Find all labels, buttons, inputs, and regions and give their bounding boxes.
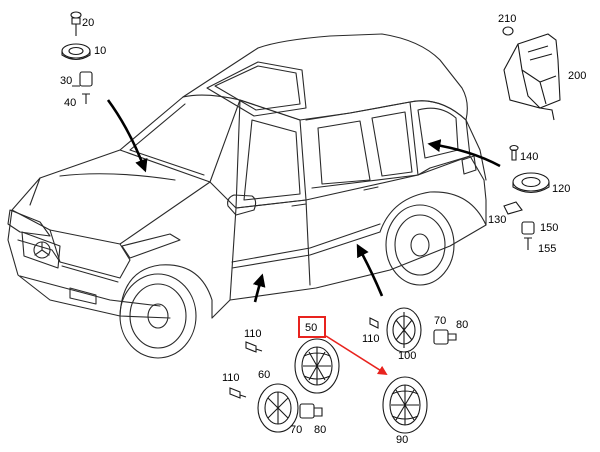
- label-155: 155: [538, 243, 556, 255]
- label-140: 140: [520, 151, 538, 163]
- door-speaker-icon: [257, 383, 299, 433]
- speaker-assembly-rear: [503, 144, 550, 250]
- label-20: 20: [82, 17, 94, 29]
- bracket-icon-rear: [521, 221, 535, 235]
- connector-icon-right: [433, 329, 449, 345]
- door-speaker-left: [229, 341, 323, 433]
- rear-speaker-icon: [512, 172, 550, 192]
- screw-icon: [71, 17, 81, 36]
- door-speaker-right: [369, 307, 457, 353]
- vehicle-outline: [7, 33, 487, 359]
- label-70-right: 70: [434, 315, 446, 327]
- label-80-left: 80: [314, 424, 326, 436]
- clip-icon: [502, 26, 514, 36]
- label-130: 130: [488, 214, 506, 226]
- label-90: 90: [396, 434, 408, 446]
- grille-90-icon: [382, 376, 428, 434]
- screw-icon-rear: [511, 149, 517, 161]
- label-110-right: 110: [362, 333, 380, 345]
- label-110-lower: 110: [222, 372, 240, 384]
- label-40: 40: [64, 97, 76, 109]
- label-120: 120: [552, 183, 570, 195]
- grille-icon: [294, 338, 340, 394]
- connector-icon: [299, 403, 315, 419]
- highlight-arrow: [325, 335, 388, 376]
- speaker-grille-50: [294, 338, 340, 394]
- clip-icon-rear: [503, 201, 523, 215]
- label-150: 150: [540, 222, 558, 234]
- callout-arrows: [106, 99, 501, 303]
- highlight-box: [298, 316, 326, 338]
- part-number-labels: 20 10 30 40 210 200 140 120 130 150 155 …: [60, 13, 586, 446]
- label-30: 30: [60, 75, 72, 87]
- speaker-assembly-front: [61, 11, 93, 104]
- label-200: 200: [568, 70, 586, 82]
- door-speaker-right-icon: [386, 307, 422, 353]
- bolt-icon-right: [369, 317, 379, 329]
- label-70-left: 70: [290, 424, 302, 436]
- highlight-callout: [298, 316, 388, 376]
- label-50: 50: [305, 322, 317, 334]
- speaker-icon: [61, 43, 91, 59]
- amplifier-unit: [502, 26, 561, 121]
- label-100: 100: [398, 350, 416, 362]
- label-60: 60: [258, 369, 270, 381]
- speaker-grille-90: [382, 376, 428, 434]
- label-210: 210: [498, 13, 516, 25]
- label-110-left: 110: [244, 328, 262, 340]
- label-80-right: 80: [456, 319, 468, 331]
- bolt-icon: [245, 341, 263, 353]
- label-10: 10: [94, 45, 106, 57]
- bracket-icon: [79, 71, 93, 87]
